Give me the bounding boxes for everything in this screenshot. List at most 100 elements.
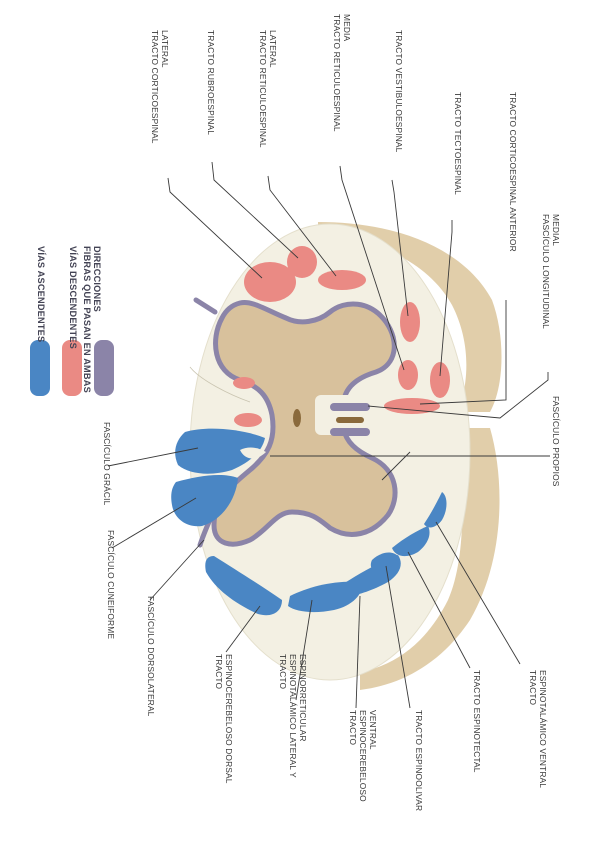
leader-esptal-ven [435,521,521,665]
reticulospinal-medial-tract [398,360,418,390]
label-line: MEDIAL [551,214,561,246]
label-line: VENTRAL [368,710,378,750]
label-line: TRACTO [214,654,224,690]
leader-lines [107,161,550,709]
label-line: TRACTO VESTIBULOESPINAL [394,30,404,153]
leader-espcer-dorsal [225,605,261,653]
label-line: TRACTO [528,670,538,706]
label-t-rubro: TRACTO RUBROESPINAL [206,30,216,135]
label-t-cortico-ant: TRACTO CORTICOESPINAL ANTERIOR [508,92,518,252]
legend-swatch-ascending [30,340,50,396]
reticulospinal-lateral-tract [318,270,366,290]
label-line: MEDIA [342,14,352,42]
label-t-espolivar: TRACTO ESPINOOLIVAR [414,710,424,811]
leader-espolivar [385,565,411,709]
leader-esptal-lat [295,599,313,701]
label-f-cuneiforme: FASCÍCULO CUNEIFORME [106,530,116,639]
label-f-dorsolat: FASCÍCULO DORSOLATERAL [146,596,156,717]
label-line: LATERAL [268,30,278,68]
label-line: TRACTO [348,710,358,746]
label-line: TRACTO RUBROESPINAL [206,30,216,135]
label-line: ESPINOTALÁMICO LATERAL Y [288,654,298,778]
legend-swatch-both [94,340,114,396]
label-line: TRACTO RETICULOESPINAL [332,14,342,132]
leader-cortico-ant [419,300,507,405]
label-line: TRACTO CORTICOESPINAL [150,30,160,144]
descending-small-upper [233,377,255,389]
posterior-median-septum [189,366,251,403]
ventral-spinothalamic-tract [424,492,447,528]
label-t-vest: TRACTO VESTIBULOESPINAL [394,30,404,153]
label-line: TRACTO [278,654,288,690]
label-f-propios: FASCÍCULO PROPIOS [551,396,561,487]
corticospinal-lateral-tract [244,262,296,302]
rubrospinal-tract [287,246,317,278]
legend-text: VÍAS ASCENDENTES [36,246,47,342]
label-line: LATERAL [160,30,170,68]
leader-gracil [107,447,199,467]
gray-matter [211,299,398,547]
leader-espcer-ven [355,595,361,709]
label-line: TRACTO ESPINOOLIVAR [414,710,424,811]
leader-vest [391,179,409,317]
gracile-inner-notch [240,447,266,459]
label-line: ESPINOTALÁMICO VENTRAL [538,670,548,788]
central-canal [293,409,301,427]
leader-cortico-lat [167,177,263,279]
leader-dorsolat [149,539,205,601]
descending-small-lower [234,413,262,427]
leader-long-medial [367,372,549,419]
leader-rubro [211,161,299,259]
legend-label-ascending: VÍAS ASCENDENTES [36,246,47,342]
legend-text: FIBRAS QUE PASAN EN AMBAS [82,246,92,393]
leader-tecto [439,220,453,377]
meninges-anterior [318,222,502,412]
label-line: TRACTO RETICULOESPINAL [258,30,268,148]
legend-label-descending: VÍAS DESCENDENTES [68,246,79,349]
spinotectal-tract [392,526,430,557]
label-line: TRACTO ESPINOTECTAL [472,670,482,773]
label-line: TRACTO CORTICOESPINAL ANTERIOR [508,92,518,252]
leader-ret-lat [267,175,337,277]
label-line: ESPINOCEREBELOSO DORSAL [224,654,234,784]
gracile-fasciculus [175,428,265,474]
medial-longitudinal-band [330,403,370,411]
label-line: FASCÍCULO LONGITUDINAL [541,214,551,329]
lateral-band-upper [193,297,218,315]
propios-band [330,428,370,436]
leader-esptectal [407,551,471,669]
spino-olivary-tract [370,552,398,572]
dorsal-spinocerebellar-tract [205,556,282,616]
cuneate-fasciculus [171,475,238,527]
legend-text: VÍAS DESCENDENTES [68,246,79,349]
legend-text-line2: DIRECCIONES [92,246,102,312]
leader-ret-med [339,165,405,371]
label-line: FASCÍCULO PROPIOS [551,396,561,487]
label-line: FASCÍCULO DORSOLATERAL [146,596,156,717]
label-f-gracil: FASCÍCULO GRÁCIL [102,422,112,506]
label-line: ESPINOCEREBELOSO [358,710,368,802]
label-line: FASCÍCULO CUNEIFORME [106,530,116,639]
label-t-esptectal: TRACTO ESPINOTECTAL [472,670,482,773]
tectospinal-tract [430,362,450,398]
label-line: TRACTO TECTOESPINAL [453,92,463,195]
leader-cuneiforme [111,497,197,549]
legend-swatch-descending [62,340,82,396]
leader-propios-2 [381,451,411,481]
label-t-tecto: TRACTO TECTOESPINAL [453,92,463,195]
vestibulospinal-tract [400,302,420,342]
label-line: ESPINORRETICULAR [298,654,308,742]
